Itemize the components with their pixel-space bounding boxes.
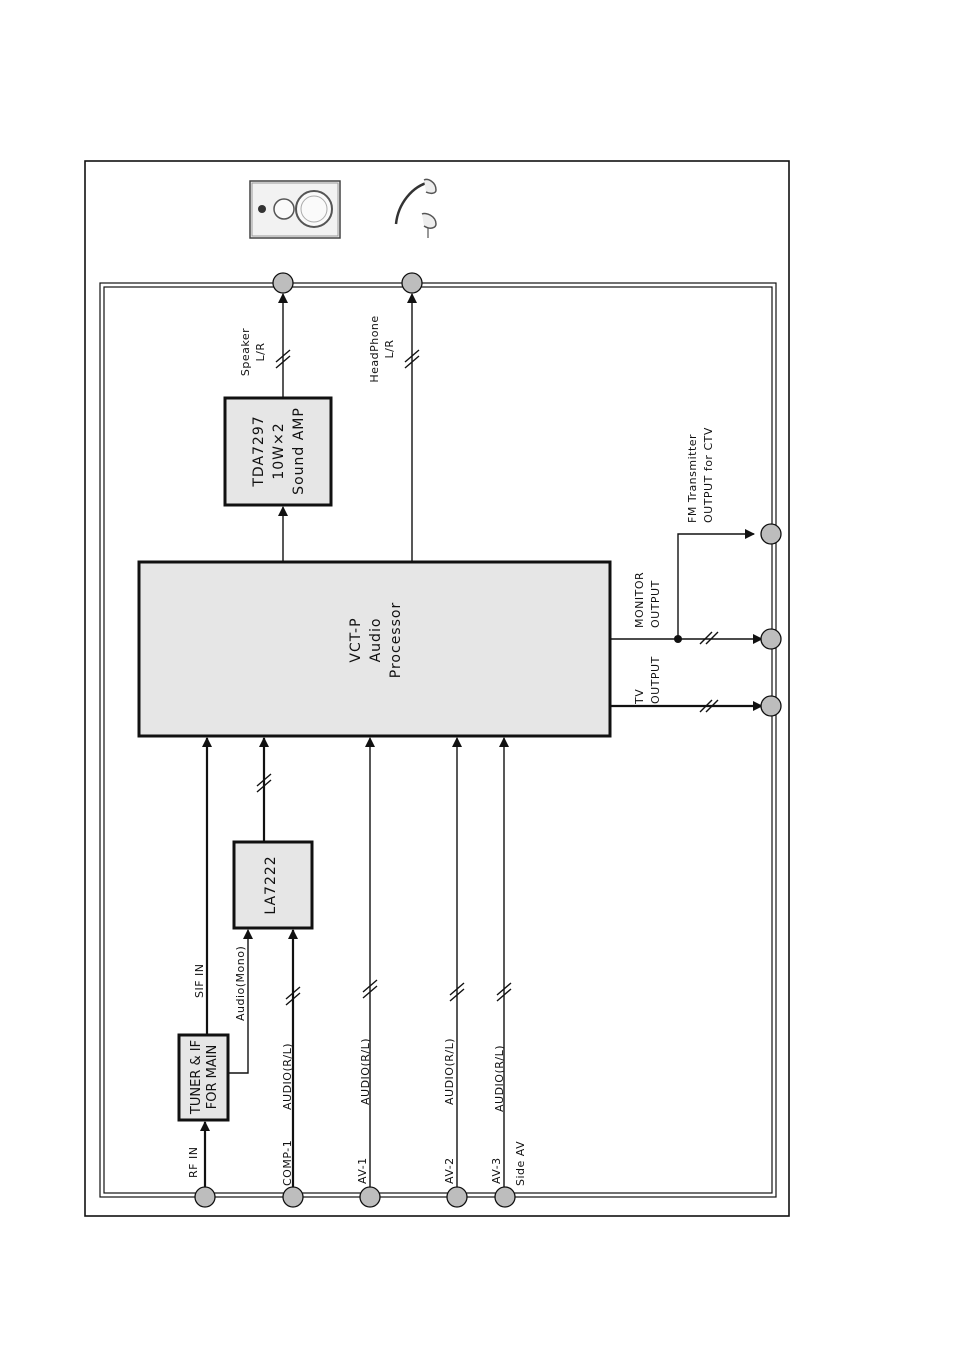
- label-audio-rl-av3: AUDIO(R/L): [493, 1045, 506, 1112]
- label-av3: AV-3: [490, 1157, 503, 1184]
- label-audio-rl-comp1: AUDIO(R/L): [281, 1043, 294, 1110]
- port-monitor-output: [761, 629, 781, 649]
- label-side-av: Side AV: [514, 1141, 527, 1186]
- port-tv-output: [761, 696, 781, 716]
- label-headphone-1: HeadPhone: [368, 315, 381, 382]
- label-fm-transmitter-2: OUTPUT for CTV: [702, 427, 715, 523]
- port-comp1: [283, 1187, 303, 1207]
- port-av1: [360, 1187, 380, 1207]
- port-rf-in: [195, 1187, 215, 1207]
- label-comp1: COMP-1: [281, 1140, 294, 1186]
- amp-line-1: TDA7297: [251, 415, 267, 487]
- label-av1: AV-1: [356, 1157, 369, 1184]
- label-audio-rl-av2: AUDIO(R/L): [443, 1038, 456, 1105]
- label-headphone-2: L/R: [383, 340, 396, 359]
- label-audio-mono: Audio(Mono): [234, 946, 247, 1021]
- tuner-line-1: TUNER & IF: [189, 1040, 204, 1115]
- vct-line-3: Processor: [388, 602, 404, 678]
- amp-line-2: 10W×2: [271, 422, 287, 479]
- monitor-junction: [674, 635, 682, 643]
- label-fm-transmitter-1: FM Transmitter: [686, 434, 699, 523]
- label-rf-in: RF IN: [187, 1147, 200, 1178]
- label-tv-output-1: TV: [633, 689, 646, 705]
- port-headphone: [402, 273, 422, 293]
- vct-line-1: VCT-P: [348, 617, 364, 662]
- port-av3: [495, 1187, 515, 1207]
- label-speaker-2: L/R: [254, 343, 267, 362]
- label-av2: AV-2: [443, 1157, 456, 1184]
- label-audio-rl-av1: AUDIO(R/L): [359, 1038, 372, 1105]
- label-speaker-1: Speaker: [239, 328, 252, 376]
- vct-line-2: Audio: [368, 618, 384, 663]
- label-tv-output-2: OUTPUT: [649, 656, 662, 704]
- port-av2: [447, 1187, 467, 1207]
- speaker-icon: [250, 181, 340, 238]
- port-fm-transmitter: [761, 524, 781, 544]
- port-speaker: [273, 273, 293, 293]
- la7222-label: LA7222: [263, 855, 279, 914]
- headphone-icon: [396, 179, 436, 238]
- amp-line-3: Sound AMP: [291, 407, 307, 495]
- fm-transmitter-wire: [678, 534, 754, 639]
- label-sif-in: SIF IN: [193, 963, 206, 998]
- label-monitor-output-1: MONITOR: [633, 572, 646, 628]
- tuner-line-2: FOR MAIN: [205, 1045, 220, 1110]
- label-monitor-output-2: OUTPUT: [649, 580, 662, 628]
